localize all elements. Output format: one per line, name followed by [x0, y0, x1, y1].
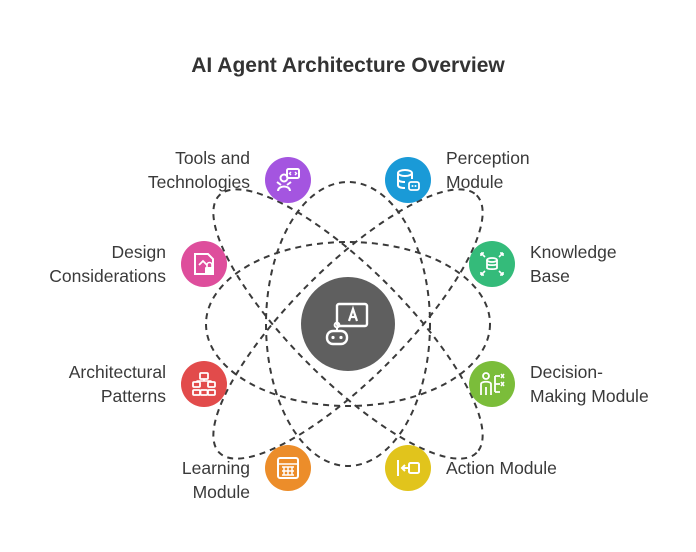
orbit-horizontal: [205, 241, 491, 407]
node-knowledge[interactable]: [469, 241, 515, 287]
page-title: AI Agent Architecture Overview: [191, 54, 505, 77]
label-decision: Decision-Making Module: [530, 362, 649, 406]
node-patterns[interactable]: [181, 361, 227, 407]
node-decision[interactable]: [469, 361, 515, 407]
node-perception[interactable]: [385, 157, 431, 203]
node-learning[interactable]: [265, 445, 311, 491]
label-action: Action Module: [446, 458, 557, 478]
orbit-diagonal-a: [212, 188, 484, 460]
database-robot-icon: [397, 169, 420, 191]
hub-node: [301, 277, 395, 371]
learning-grid-icon: [277, 457, 299, 479]
orbit-diagonal-b: [212, 188, 484, 460]
knowledge-expand-icon: [480, 252, 504, 276]
decision-person-icon: [480, 372, 505, 395]
design-document-lock-icon: [194, 253, 214, 275]
hierarchy-network-icon: [192, 372, 216, 396]
node-action[interactable]: [385, 445, 431, 491]
node-tools[interactable]: [265, 157, 311, 203]
robot-code-icon: [276, 168, 300, 192]
node-design[interactable]: [181, 241, 227, 287]
action-input-icon: [397, 460, 420, 476]
robot-whiteboard-icon: [325, 302, 369, 346]
orbit-vertical: [265, 181, 431, 467]
